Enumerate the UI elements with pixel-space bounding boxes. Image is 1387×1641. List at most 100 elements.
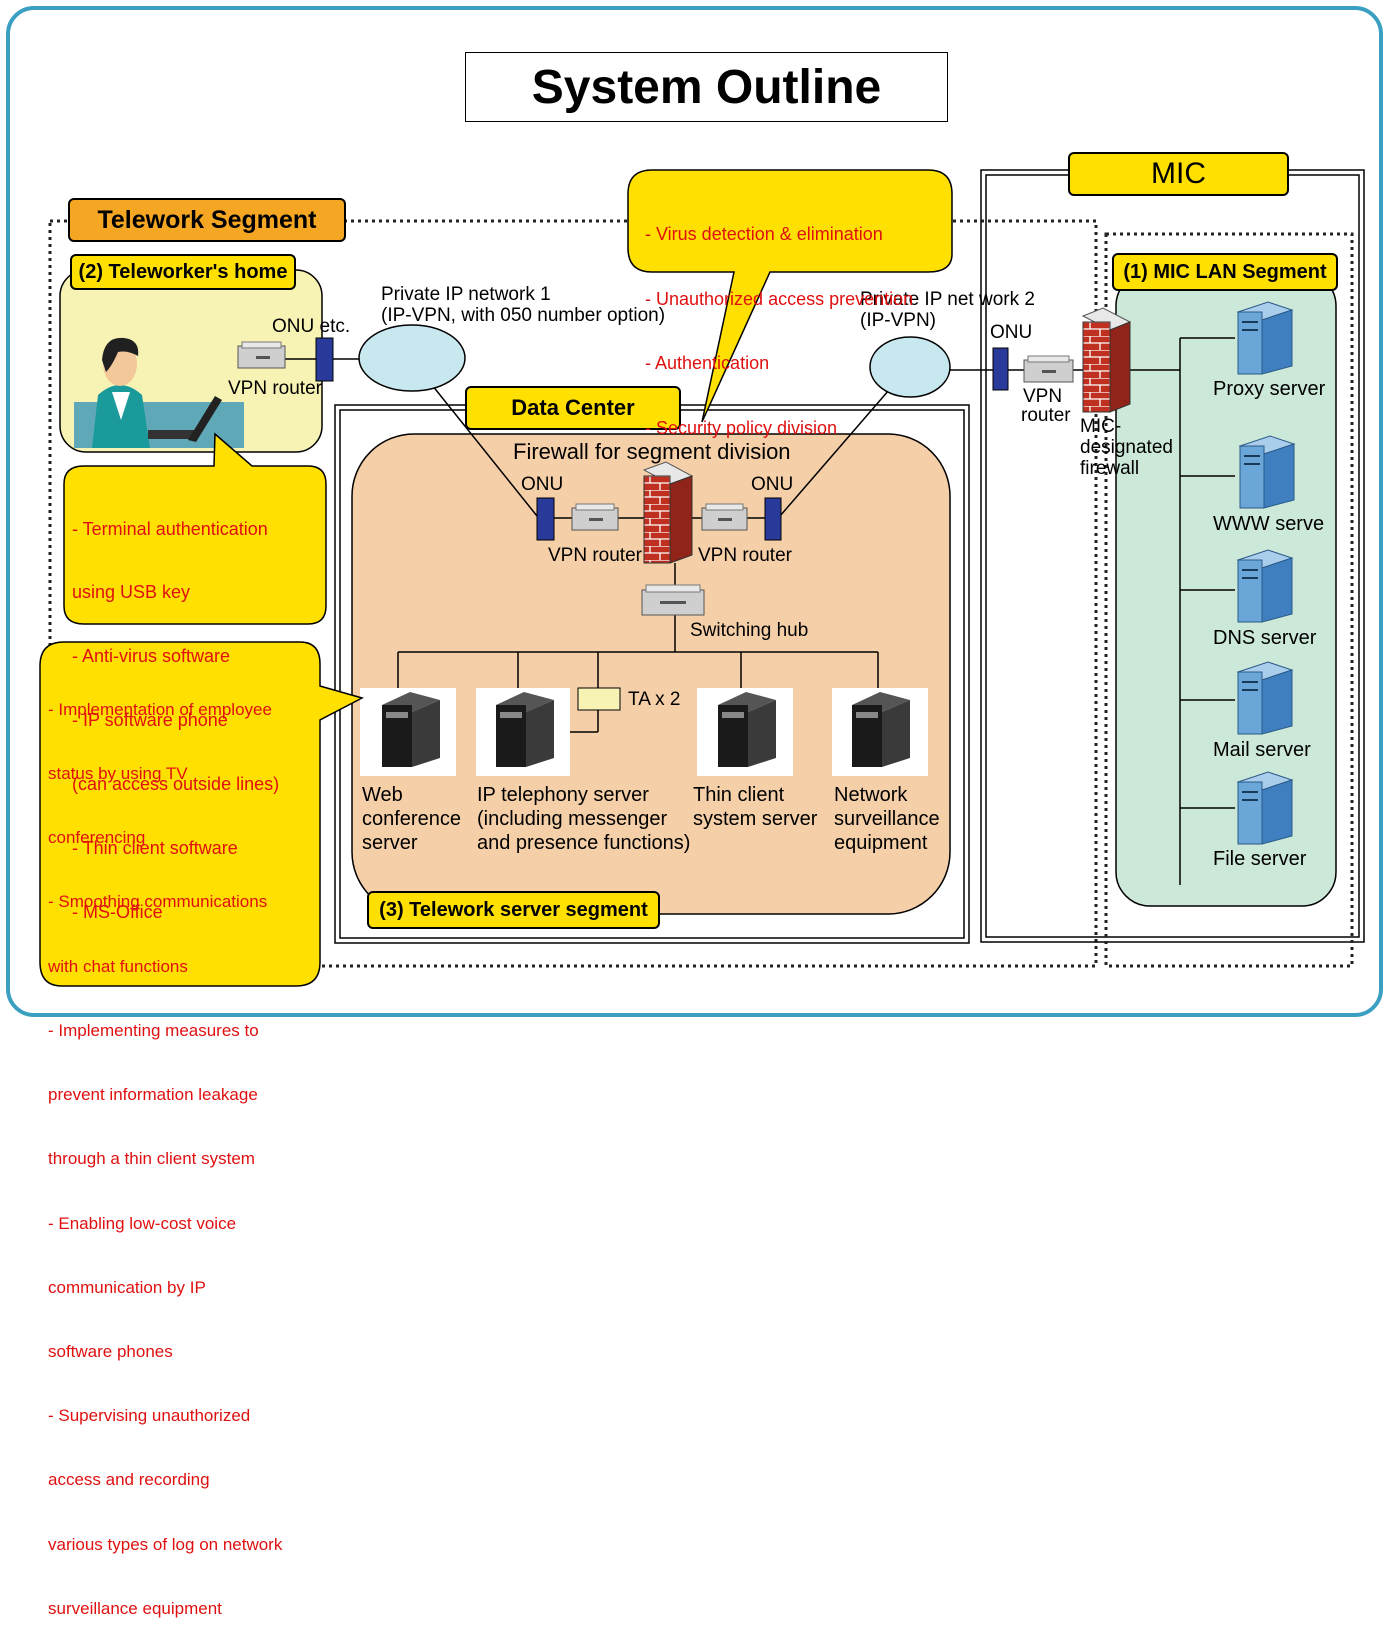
home-onu-label: ONU etc.: [272, 316, 351, 337]
www-server-tower: [1238, 435, 1296, 509]
terminal-item: - Anti-virus software: [72, 646, 231, 667]
thin-client-label-line1: Thin client: [693, 784, 785, 806]
dns-server-tower: [1236, 549, 1294, 623]
benefit-item: prevent information leakage: [48, 1085, 258, 1105]
security-callout-shape: [627, 169, 953, 423]
terminal-item: using USB key: [72, 582, 191, 603]
mic-firewall-line1: MIC-: [1080, 416, 1122, 437]
mic-vpn-router-line2: router: [1021, 405, 1071, 426]
home-tag: (2) Teleworker's home: [70, 254, 296, 290]
benefit-item: conferencing: [48, 828, 146, 848]
benefit-item: - Enabling low-cost voice: [48, 1213, 237, 1233]
security-item: - Unauthorized access prevention: [645, 288, 914, 309]
mic-lan-segment-tag: (1) MIC LAN Segment: [1112, 253, 1338, 291]
mic-onu-block: [992, 347, 1009, 391]
www-server-label: WWW serve: [1213, 513, 1325, 535]
benefit-item: software phones: [48, 1342, 173, 1361]
file-server-tower: [1236, 771, 1294, 845]
ip-telephony-label-line2: (including messenger: [477, 808, 668, 830]
dc-firewall-label: Firewall for segment division: [513, 439, 791, 464]
terminal-callout-shape: [63, 432, 327, 625]
mail-server-label: Mail server: [1213, 739, 1311, 761]
benefits-callout-list: - Implementation of employee status by u…: [48, 656, 282, 1641]
mic-lan-segment-border: [1104, 232, 1354, 968]
server-segment-tag: (3) Telework server segment: [367, 891, 660, 929]
security-callout-list: - Virus detection & elimination - Unauth…: [645, 181, 913, 461]
security-item: - Authentication: [645, 353, 770, 373]
security-item: - Virus detection & elimination: [645, 224, 883, 244]
mic-label: MIC: [1151, 157, 1206, 190]
switching-hub-label: Switching hub: [690, 620, 809, 641]
mic-onu-label: ONU: [990, 322, 1033, 343]
surveillance-label-line1: Network: [834, 784, 908, 806]
data-center-tag: Data Center: [465, 386, 681, 430]
dc-vpn-router-right-device: [701, 503, 748, 531]
web-conference-label-line3: server: [362, 832, 418, 854]
server-segment-label: (3) Telework server segment: [379, 898, 648, 921]
dc-onu-left-label: ONU: [521, 474, 564, 495]
ip-telephony-label-line3: and presence functions): [477, 832, 691, 854]
home-vpn-router-device: [237, 341, 286, 369]
dc-firewall-wall: [642, 461, 694, 564]
file-server-label: File server: [1213, 848, 1307, 870]
dc-onu-right-label: ONU: [751, 474, 794, 495]
title-box: System Outline: [465, 52, 948, 122]
benefit-item: - Smoothing communications: [48, 892, 268, 912]
mic-lan-area: [1115, 271, 1337, 907]
mic-firewall-wall: [1081, 307, 1132, 413]
terminal-item: - Thin client software: [72, 838, 238, 859]
proxy-server-label: Proxy server: [1213, 378, 1326, 400]
outer-frame: [6, 6, 1383, 1017]
dc-vpn-router-left-label: VPN router: [548, 545, 642, 566]
dns-server-label: DNS server: [1213, 627, 1317, 649]
benefit-item: surveillance equipment: [48, 1598, 222, 1618]
thin-client-label-line2: system server: [693, 808, 818, 830]
benefit-item: with chat functions: [48, 956, 188, 976]
terminal-item: (can access outside lines): [72, 774, 280, 795]
benefit-item: - Implementing measures to: [48, 1020, 259, 1040]
benefit-item: - Implementation of employee: [48, 699, 272, 719]
web-conference-label-line1: Web: [362, 784, 403, 806]
ip-telephony-label-line1: IP telephony server: [477, 784, 649, 806]
terminal-item: - IP software phone: [72, 710, 228, 731]
dc-vpn-router-right-label: VPN router: [698, 545, 792, 566]
proxy-server-tower: [1236, 301, 1294, 375]
mic-lan-segment-label: (1) MIC LAN Segment: [1123, 260, 1327, 283]
telework-segment-label: Telework Segment: [97, 205, 317, 234]
benefit-item: various types of log on network: [48, 1534, 283, 1554]
benefit-item: - Supervising unauthorized: [48, 1406, 251, 1426]
diagram-canvas: [39, 169, 1365, 987]
thin-client-server-tower: [697, 688, 793, 776]
terminal-item: - MS-Office: [72, 901, 163, 922]
network-surveillance-tower: [832, 688, 928, 776]
surveillance-label-line3: equipment: [834, 832, 928, 854]
network1-label-line2: (IP-VPN, with 050 number option): [381, 305, 666, 326]
mic-tag: MIC: [1068, 152, 1289, 196]
security-item: - Security policy division: [645, 417, 838, 438]
terminal-callout-list: - Terminal authentication using USB key …: [72, 476, 279, 945]
benefits-callout-shape: [39, 641, 365, 987]
dc-onu-left-block: [536, 497, 555, 541]
network1-label-line1: Private IP network 1: [381, 284, 551, 305]
benefit-item: status by using TV: [48, 764, 188, 784]
benefit-item: through a thin client system: [48, 1149, 255, 1169]
page-title: System Outline: [531, 60, 882, 114]
ta-box: [577, 687, 621, 711]
web-conference-server-tower: [360, 688, 456, 776]
surveillance-label-line2: surveillance: [834, 808, 940, 830]
home-label: (2) Teleworker's home: [78, 260, 288, 283]
home-vpn-router-label: VPN router: [228, 378, 322, 399]
telework-segment-tag: Telework Segment: [68, 198, 346, 242]
switching-hub-device: [641, 584, 705, 616]
home-onu-block: [315, 337, 334, 382]
network2-label-line2: (IP-VPN): [860, 310, 936, 331]
web-conference-label-line2: conference: [362, 808, 461, 830]
dc-vpn-router-left-device: [571, 503, 619, 531]
network2-label-line1: Private IP net work 2: [860, 289, 1035, 310]
mic-vpn-router-device: [1023, 355, 1074, 383]
dc-onu-right-block: [764, 497, 782, 541]
ta-label: TA x 2: [628, 689, 681, 710]
mic-firewall-line3: firewall: [1080, 458, 1140, 479]
mic-firewall-line2: designated: [1080, 437, 1173, 458]
ip-telephony-server-tower: [476, 688, 570, 776]
